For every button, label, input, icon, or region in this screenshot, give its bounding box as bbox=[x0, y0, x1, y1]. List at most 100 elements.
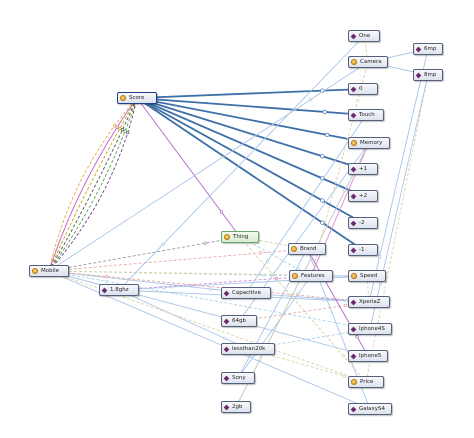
individual-diamond-icon bbox=[350, 86, 357, 92]
edge-8mp-to-price bbox=[365, 74, 429, 383]
edge-mobile-to-score bbox=[48, 97, 138, 272]
node-memory[interactable]: Memory bbox=[348, 137, 390, 149]
edge-thing-to-price bbox=[239, 236, 367, 383]
edge-sony-to-features bbox=[237, 275, 312, 379]
node-m1[interactable]: -1 bbox=[348, 244, 378, 256]
node-2gb[interactable]: 2gb bbox=[221, 401, 251, 413]
edge-brand-to-iphone5 bbox=[306, 248, 369, 357]
edge-marker-mobile-to-thing bbox=[203, 241, 208, 245]
node-label: Score bbox=[129, 95, 145, 101]
node-label: Capacitive bbox=[232, 290, 261, 296]
edge-marker-ghz-to-lessthan20k bbox=[223, 336, 227, 341]
node-6mp[interactable]: 6mp bbox=[413, 43, 443, 55]
edge-marker-64gb-to-xperiaz bbox=[343, 303, 348, 308]
node-label: XperiaZ bbox=[359, 299, 381, 305]
class-circle-icon bbox=[291, 246, 297, 252]
edge-ghz-to-lessthan20k bbox=[118, 289, 249, 350]
node-m2[interactable]: -2 bbox=[348, 217, 378, 229]
edge-mobile-to-score bbox=[48, 97, 138, 272]
edge-features-to-memory bbox=[310, 142, 370, 277]
edge-mobile-to-camera bbox=[48, 61, 369, 272]
node-label: Sony bbox=[232, 375, 246, 381]
edge-marker-brand-to-iphone5 bbox=[355, 335, 359, 339]
edge-score-to-p1 bbox=[136, 97, 364, 170]
individual-diamond-icon bbox=[350, 166, 357, 172]
edge-marker-mobile-to-score bbox=[118, 126, 122, 131]
edge-marker-speed-to-ghz bbox=[161, 285, 166, 290]
edge-marker-score-to-thing bbox=[219, 210, 224, 214]
edge-lessthan20k-to-iphone4s bbox=[247, 328, 371, 350]
node-sony[interactable]: Sony bbox=[221, 372, 255, 384]
edge-xperiaz-to-mobile bbox=[48, 270, 370, 303]
edge-score-to-p2 bbox=[136, 97, 364, 197]
edge-score-to-zero bbox=[136, 88, 364, 99]
node-features[interactable]: Features bbox=[289, 270, 333, 282]
node-camera[interactable]: Camera bbox=[348, 56, 388, 68]
class-circle-icon bbox=[351, 140, 357, 146]
node-label: Memory bbox=[360, 140, 383, 146]
edge-iphone5-to-mobile bbox=[48, 270, 369, 357]
edge-marker-mobile-to-capacitive bbox=[208, 287, 213, 291]
edge-marker-memory-to-2gb bbox=[258, 357, 262, 362]
node-xperiaz[interactable]: XperiaZ bbox=[348, 296, 390, 308]
edge-lessthan20k-to-price bbox=[247, 348, 367, 383]
node-label: Price bbox=[360, 379, 374, 385]
node-p1[interactable]: +1 bbox=[348, 163, 378, 175]
node-64gb[interactable]: 64gb bbox=[221, 315, 257, 327]
edge-marker-score-to-m2 bbox=[320, 198, 325, 203]
individual-diamond-icon bbox=[223, 375, 230, 381]
edge-marker-mobile-to-score bbox=[115, 125, 119, 129]
individual-diamond-icon bbox=[350, 33, 357, 39]
node-brand[interactable]: Brand bbox=[288, 243, 326, 255]
edge-marker-mobile-to-score bbox=[126, 130, 130, 135]
node-mobile[interactable]: Mobile bbox=[29, 265, 69, 277]
node-price[interactable]: Price bbox=[348, 376, 384, 388]
node-thing[interactable]: Thing bbox=[221, 231, 259, 243]
node-galaxys4[interactable]: GalaxyS4 bbox=[348, 403, 392, 415]
node-8mp[interactable]: 8mp bbox=[413, 69, 443, 81]
edge-marker-one-to-ghz bbox=[161, 242, 165, 246]
edge-speed-to-ghz bbox=[118, 275, 368, 291]
edge-marker-score-to-m1 bbox=[320, 220, 325, 225]
node-iphone5[interactable]: Iphone5 bbox=[348, 350, 388, 362]
node-label: 64gb bbox=[232, 318, 246, 324]
edge-marker-thing-to-price bbox=[341, 354, 345, 358]
edge-marker-mobile-to-score bbox=[120, 128, 125, 132]
individual-diamond-icon bbox=[101, 287, 108, 293]
node-label: Touch bbox=[359, 112, 375, 118]
edge-score-to-thing bbox=[136, 97, 241, 238]
edge-mobile-to-thing bbox=[48, 236, 241, 272]
node-lessthan20k[interactable]: lessthan20k bbox=[221, 343, 275, 355]
node-iphone4s[interactable]: Iphone4S bbox=[348, 323, 392, 335]
node-one[interactable]: One bbox=[348, 30, 380, 42]
node-speed[interactable]: Speed bbox=[348, 270, 386, 282]
individual-diamond-icon bbox=[415, 46, 422, 52]
edge-marker-features-to-camera bbox=[356, 98, 360, 103]
node-touch[interactable]: Touch bbox=[348, 109, 384, 121]
node-label: 0 bbox=[359, 86, 363, 92]
edge-marker-xperiaz-to-mobile bbox=[104, 274, 109, 279]
individual-diamond-icon bbox=[415, 72, 422, 78]
individual-diamond-icon bbox=[223, 404, 230, 410]
class-circle-icon bbox=[120, 95, 126, 101]
class-circle-icon bbox=[32, 268, 38, 274]
edge-mobile-to-score bbox=[48, 97, 138, 272]
node-ghz[interactable]: 1.8ghz bbox=[99, 284, 139, 296]
edge-marker-6mp-to-xperiaz bbox=[377, 254, 382, 259]
individual-diamond-icon bbox=[350, 406, 357, 412]
node-score[interactable]: Score bbox=[117, 92, 157, 104]
individual-diamond-icon bbox=[350, 326, 357, 332]
node-zero[interactable]: 0 bbox=[348, 83, 378, 95]
edge-score-to-m1 bbox=[136, 97, 364, 251]
individual-diamond-icon bbox=[350, 299, 357, 305]
edge-mobile-to-score bbox=[48, 97, 138, 272]
edge-touch-to-capacitive bbox=[245, 114, 367, 294]
individual-diamond-icon bbox=[223, 290, 230, 296]
class-circle-icon bbox=[351, 273, 357, 279]
edge-score-to-touch bbox=[136, 97, 367, 116]
node-p2[interactable]: +2 bbox=[348, 190, 378, 202]
node-capacitive[interactable]: Capacitive bbox=[221, 287, 271, 299]
node-label: -1 bbox=[359, 247, 365, 253]
individual-diamond-icon bbox=[350, 193, 357, 199]
